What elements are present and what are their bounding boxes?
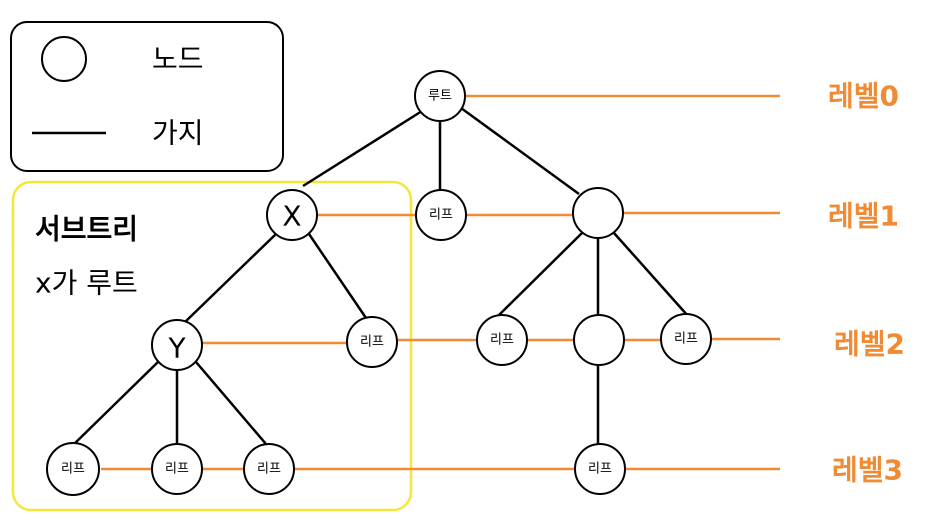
- node-leaf-l3d: 리프: [574, 443, 626, 495]
- svg-text:리프: 리프: [360, 335, 384, 350]
- svg-text:리프: 리프: [257, 462, 281, 477]
- node-x: X: [266, 189, 318, 241]
- subtree-title: 서브트리: [35, 213, 138, 246]
- svg-text:리프: 리프: [61, 462, 85, 477]
- edge-root-b: [460, 106, 580, 196]
- edge-b-leaf2: [613, 232, 689, 317]
- legend-node-label: 노드: [152, 43, 204, 76]
- edge-root-x: [302, 109, 423, 188]
- edge-b-leaf: [495, 232, 583, 319]
- node-leaf-l1: 리프: [415, 189, 467, 241]
- level-label-3: 레벨3: [832, 454, 903, 487]
- edge-y-leaf3: [195, 361, 267, 445]
- svg-text:리프: 리프: [588, 462, 612, 477]
- edge-y-leaf1: [70, 361, 159, 448]
- edge-x-y: [184, 233, 277, 323]
- node-blank-l1: [572, 187, 624, 239]
- level-labels: 레벨0 레벨1 레벨2 레벨3: [828, 80, 905, 487]
- svg-text:리프: 리프: [490, 333, 514, 348]
- subtree-subtitle: x가 루트: [35, 267, 138, 300]
- legend-node-icon: [41, 36, 87, 82]
- svg-text:루트: 루트: [428, 89, 452, 104]
- node-leaf-l3a: 리프: [46, 442, 100, 496]
- subtree-box: [11, 180, 413, 512]
- level-label-0: 레벨0: [828, 80, 899, 113]
- svg-text:리프: 리프: [429, 208, 453, 223]
- level-label-2: 레벨2: [834, 328, 905, 361]
- legend: 노드 가지: [10, 21, 284, 172]
- node-leaf-l3c: 리프: [243, 443, 295, 495]
- node-root: 루트: [414, 70, 466, 122]
- node-leaf-l2c: 리프: [660, 313, 712, 365]
- edge-x-leaf: [307, 233, 368, 319]
- tree-nodes: 루트 X 리프 Y 리프 리프: [46, 70, 712, 496]
- svg-text:X: X: [282, 200, 301, 233]
- svg-text:Y: Y: [167, 332, 186, 365]
- node-leaf-l2a: 리프: [346, 316, 398, 368]
- legend-edge-label: 가지: [152, 117, 204, 150]
- node-leaf-l2b: 리프: [476, 314, 528, 366]
- svg-text:리프: 리프: [674, 332, 698, 347]
- subtree-highlight: 서브트리 x가 루트: [11, 180, 413, 512]
- node-leaf-l3b: 리프: [151, 443, 203, 495]
- level-label-1: 레벨1: [828, 200, 899, 233]
- tree-edges: [70, 106, 689, 448]
- node-blank-l2: [573, 314, 625, 366]
- level-lines: [101, 94, 780, 471]
- svg-text:리프: 리프: [165, 462, 189, 477]
- node-y: Y: [151, 319, 203, 371]
